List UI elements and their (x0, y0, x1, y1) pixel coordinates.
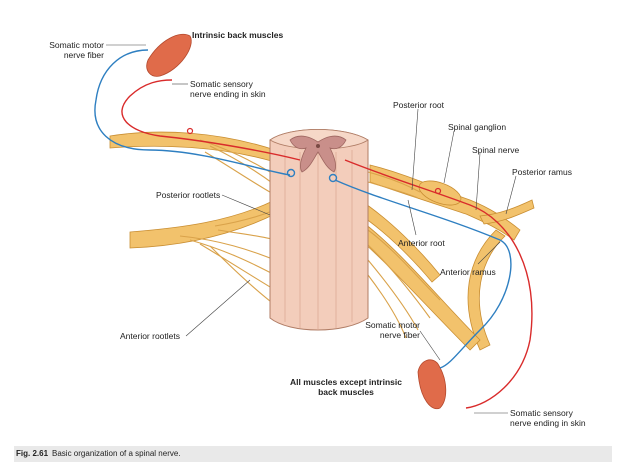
figure-caption-text: Basic organization of a spinal nerve. (52, 449, 181, 458)
figure-number: Fig. 2.61 (16, 449, 49, 458)
right-rootlets (367, 171, 441, 339)
motor-fiber-bottom (334, 179, 512, 369)
label-somatic-sensory-bottom-l2: nerve ending in skin (510, 418, 586, 428)
label-somatic-sensory-top: Somatic sensory nerve ending in skin (190, 79, 266, 99)
label-anterior-ramus: Anterior ramus (440, 267, 496, 277)
left-posterior-nerve (109, 131, 276, 163)
label-all-muscles: All muscles except intrinsic back muscle… (276, 377, 416, 397)
central-canal (316, 144, 320, 148)
left-anterior-nerve (129, 199, 276, 249)
label-spinal-ganglion: Spinal ganglion (448, 122, 507, 132)
label-somatic-motor-bottom-l1: Somatic motor (365, 320, 420, 330)
label-anterior-root: Anterior root (398, 238, 445, 248)
label-somatic-motor-top-l2: nerve fiber (63, 50, 104, 60)
anterior-ramus (467, 229, 506, 351)
label-somatic-motor-top: Somatic motor nerve fiber (40, 40, 104, 60)
label-posterior-rootlets: Posterior rootlets (156, 190, 221, 200)
label-somatic-sensory-bottom: Somatic sensory nerve ending in skin (510, 408, 586, 428)
cord-stripes (284, 150, 353, 330)
right-anterior-bundle-2 (355, 199, 441, 283)
ganglion-cell-left (186, 127, 194, 135)
leader-lines (106, 44, 517, 414)
sensory-fiber-top (121, 79, 301, 161)
gray-matter (289, 135, 347, 173)
label-posterior-root: Posterior root (393, 100, 445, 110)
label-posterior-ramus: Posterior ramus (512, 167, 572, 177)
label-somatic-sensory-top-l1: Somatic sensory (190, 79, 253, 89)
label-all-muscles-l1: All muscles except intrinsic (290, 377, 402, 387)
label-somatic-motor-bottom: Somatic motor nerve fiber (356, 320, 420, 340)
motor-fiber-top (94, 49, 291, 176)
caption-bar (14, 446, 612, 462)
ganglion-cell-right (434, 187, 442, 195)
label-spinal-nerve: Spinal nerve (472, 145, 520, 155)
label-anterior-rootlets: Anterior rootlets (120, 331, 180, 341)
label-all-muscles-l2: back muscles (318, 387, 374, 397)
label-somatic-sensory-top-l2: nerve ending in skin (190, 89, 266, 99)
sensory-fiber-bottom (344, 159, 533, 409)
label-somatic-motor-bottom-l2: nerve fiber (379, 330, 420, 340)
label-somatic-sensory-bottom-l1: Somatic sensory (510, 408, 573, 418)
intrinsic-back-muscle (146, 34, 192, 77)
motor-neuron-right (328, 173, 338, 183)
label-intrinsic-back-muscles: Intrinsic back muscles (192, 30, 284, 40)
label-somatic-motor-top-l1: Somatic motor (49, 40, 104, 50)
motor-neuron-left (286, 168, 296, 178)
limb-muscle (417, 359, 447, 410)
